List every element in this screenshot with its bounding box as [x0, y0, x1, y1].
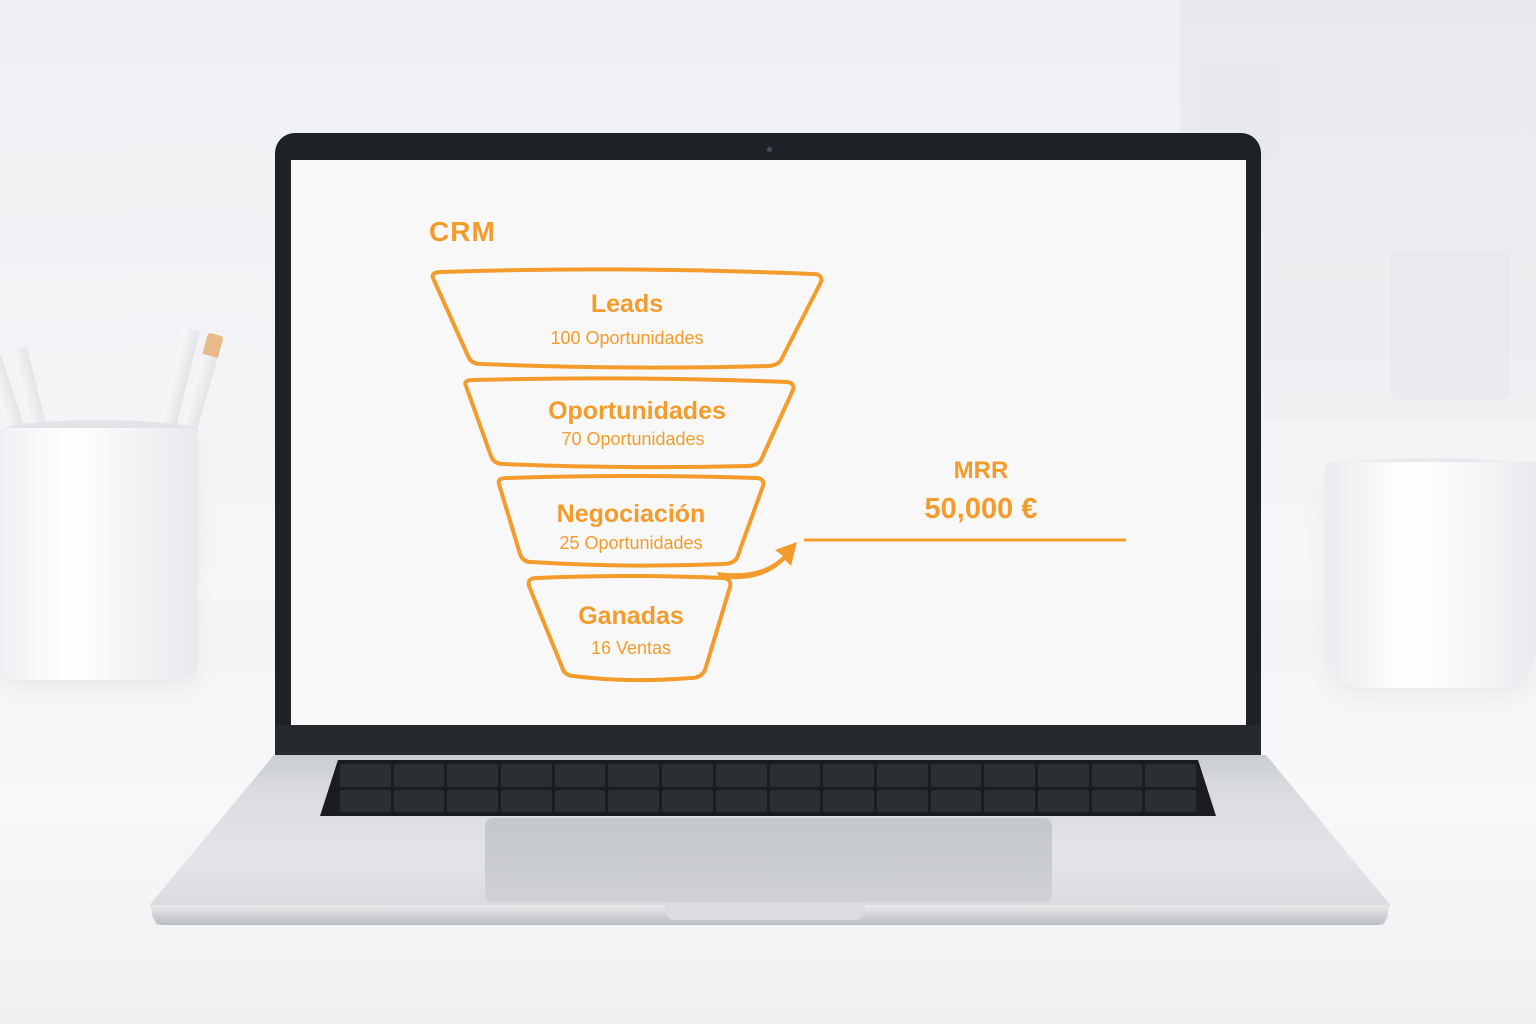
- keyboard[interactable]: [320, 760, 1216, 816]
- funnel-stage-oportunidades-shape: [463, 376, 796, 470]
- funnel-stage-negociacion-sub: 25 Oportunidades: [559, 533, 703, 553]
- trackpad[interactable]: [485, 818, 1052, 902]
- background-object: [1390, 250, 1510, 400]
- mrr-value: 50,000 €: [924, 493, 1038, 525]
- funnel-stage-leads-shape: [430, 267, 824, 370]
- funnel-stage-oportunidades-label: Oportunidades: [548, 397, 726, 425]
- funnel-stage-ganadas-label: Ganadas: [578, 602, 684, 630]
- funnel-stage-leads-sub: 100 Oportunidades: [550, 328, 704, 348]
- laptop-screen: CRM Leads 100 Oportunidades Oportunidade…: [291, 160, 1246, 725]
- funnel-diagram: [430, 267, 1126, 683]
- laptop-notch: [665, 900, 865, 920]
- funnel-stage-leads-label: Leads: [590, 290, 664, 318]
- funnel-stage-ganadas-sub: 16 Ventas: [590, 638, 672, 658]
- funnel-stage-negociacion-label: Negociación: [556, 500, 706, 528]
- funnel-stage-negociacion-shape: [496, 474, 766, 568]
- crm-title: CRM: [429, 216, 496, 247]
- camera-icon: [767, 147, 772, 152]
- laptop-hinge: [275, 725, 1261, 755]
- arrow-icon: [717, 542, 797, 580]
- mrr-label: MRR: [953, 457, 1009, 484]
- funnel-stage-ganadas-shape: [526, 574, 733, 683]
- coffee-mug: [1325, 462, 1536, 688]
- funnel-stage-oportunidades-sub: 70 Oportunidades: [561, 429, 705, 449]
